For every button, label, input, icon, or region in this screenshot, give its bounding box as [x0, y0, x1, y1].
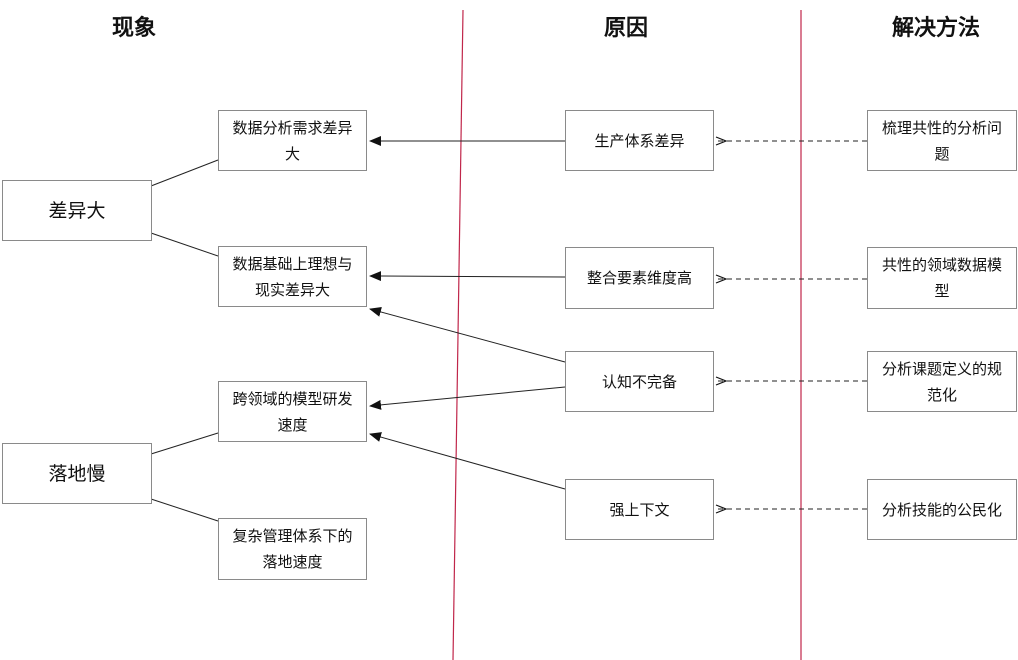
symptom-cross-domain: 跨领域的模型研发速度 — [218, 381, 367, 442]
solution-domain-model: 共性的领域数据模型 — [867, 247, 1017, 309]
connector-difference-to-analysis — [150, 159, 219, 187]
connector-slow-to-complex — [150, 498, 219, 522]
solution-normalize-topics: 分析课题定义的规范化 — [867, 351, 1017, 412]
phenomenon-slow-landing: 落地慢 — [2, 443, 152, 504]
symptom-analysis-demand: 数据分析需求差异大 — [218, 110, 367, 171]
cause-context: 强上下文 — [565, 479, 714, 540]
phenomenon-big-difference: 差异大 — [2, 180, 152, 241]
symptom-data-foundation: 数据基础上理想与现实差异大 — [218, 246, 367, 307]
connector-slow-to-crossdomain — [150, 432, 219, 455]
cause-integration-dim: 整合要素维度高 — [565, 247, 714, 309]
heading-phenomenon: 现象 — [111, 16, 156, 41]
arrow-cognition-to-foundation — [369, 307, 566, 363]
cause-production-system: 生产体系差异 — [565, 110, 714, 171]
solution-democratize-skills: 分析技能的公民化 — [867, 479, 1017, 540]
solution-common-analysis: 梳理共性的分析问题 — [867, 110, 1017, 171]
heading-solution: 解决方法 — [891, 16, 980, 41]
heading-cause: 原因 — [603, 16, 648, 41]
symptom-complex-mgmt: 复杂管理体系下的落地速度 — [218, 518, 367, 580]
arrow-context-to-crossdomain — [369, 432, 566, 490]
cause-cognition: 认知不完备 — [565, 351, 714, 412]
arrow-integration-to-foundation — [369, 271, 566, 282]
arrow-cognition-to-crossdomain — [369, 386, 566, 410]
divider-left — [452, 9, 464, 660]
connector-difference-to-foundation — [150, 232, 219, 257]
